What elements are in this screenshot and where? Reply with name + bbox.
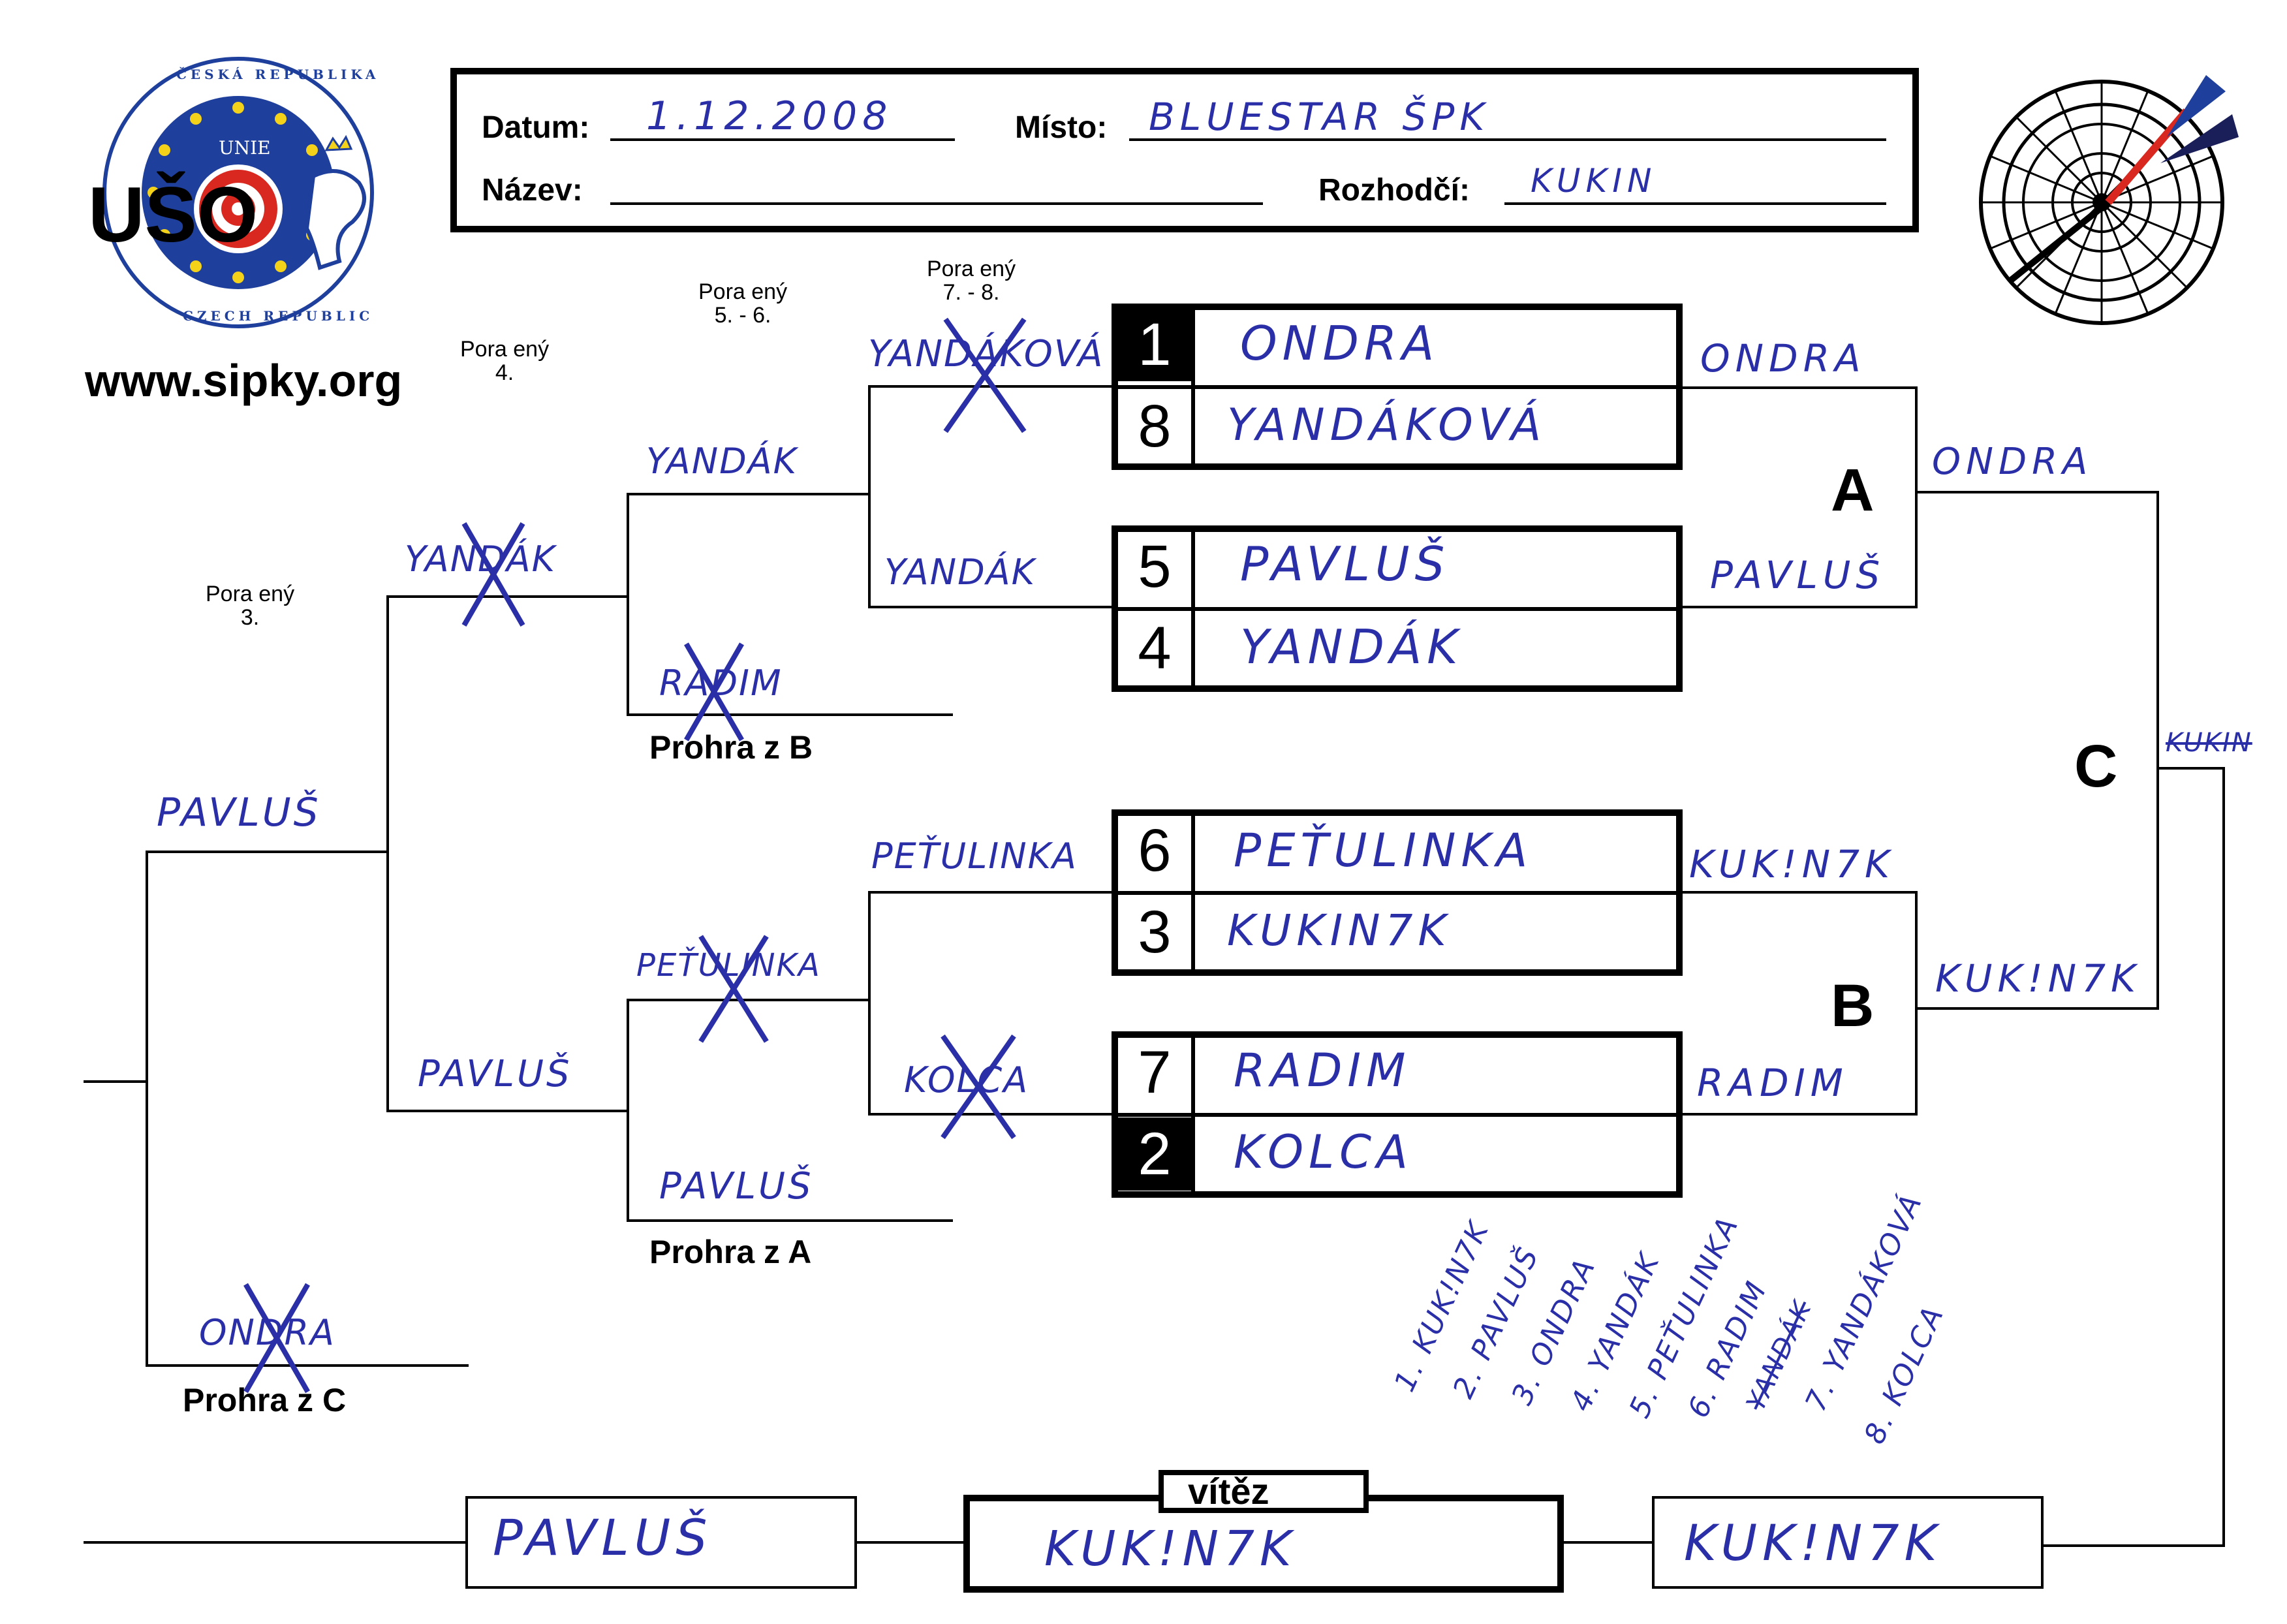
prohra-z-b-label: Prohra z B — [649, 729, 813, 766]
final-right-player[interactable]: KUK!N7K — [1684, 1514, 1942, 1572]
placement-label-7-8: Pora ený 7. - 8. — [927, 257, 1016, 305]
final-C-winner[interactable]: KUKIN — [2166, 728, 2252, 758]
logo-emblem-icon — [102, 57, 374, 328]
seed-number: 2 — [1115, 1117, 1194, 1191]
final-right-box — [1652, 1496, 2044, 1589]
final-ranking-list: 1. KUK!N7K 2. PAVLUŠ 3. ONDRA 4. YANDÁK … — [1388, 1188, 1978, 1449]
website-url[interactable]: www.sipky.org — [85, 355, 403, 406]
seed-player-name[interactable]: RADIM — [1234, 1044, 1411, 1097]
misto-label: Místo: — [1015, 110, 1108, 145]
losers-r3-bottom[interactable]: PAVLUŠ — [418, 1053, 572, 1095]
rozhodci-label: Rozhodčí: — [1318, 173, 1470, 208]
placement-label-4: Pora ený 4. — [460, 337, 550, 385]
tournament-winner[interactable]: KUK!N7K — [1044, 1521, 1297, 1577]
logo-ring-top: ČESKÁ REPUBLIKA — [176, 67, 380, 82]
seed-player-name[interactable]: KUKIN7K — [1227, 905, 1452, 956]
dartboard-icon — [1971, 65, 2245, 326]
seed-player-name[interactable]: PEŤULINKA — [1234, 824, 1533, 877]
final-left-player[interactable]: PAVLUŠ — [493, 1508, 713, 1567]
winner-7-2[interactable]: RADIM — [1697, 1061, 1848, 1105]
seed-player-name[interactable]: YANDÁKOVÁ — [1227, 399, 1547, 451]
final-B-winner[interactable]: KUK!N7K — [1935, 956, 2141, 1001]
seed-number: 6 — [1138, 817, 1172, 884]
prohra-z-a-label: Prohra z A — [649, 1234, 812, 1270]
seed-player-name[interactable]: YANDÁK — [1240, 619, 1463, 674]
bracket-label-C: C — [2074, 733, 2118, 800]
logo-ring-bottom: CZECH REPUBLIC — [183, 308, 374, 324]
ranking-item: 8. KOLCA — [1858, 1300, 1951, 1449]
placement-label-5-6: Pora ený 5. - 6. — [698, 279, 788, 328]
losers-r4-winner[interactable]: PAVLUŠ — [157, 790, 321, 835]
seed-number: 8 — [1138, 393, 1172, 460]
seed-player-name[interactable]: PAVLUŠ — [1240, 537, 1450, 591]
winner-label: vítěz — [1188, 1471, 1269, 1512]
prohra-z-c-label: Prohra z C — [183, 1382, 347, 1418]
nazev-label: Název: — [482, 173, 583, 208]
rozhodci-value[interactable]: KUKIN — [1531, 162, 1657, 200]
losers-r1b-top[interactable]: PEŤULINKA — [871, 835, 1078, 877]
losers-r2-top[interactable]: YANDÁK — [646, 441, 798, 482]
winner-6-3[interactable]: KUK!N7K — [1689, 842, 1895, 886]
bracket-label-A: A — [1831, 457, 1875, 523]
header-box — [450, 68, 1919, 232]
final-left-box — [465, 1496, 857, 1589]
placement-label-3: Pora ený 3. — [206, 582, 295, 630]
misto-value[interactable]: BLUESTAR ŠPK — [1149, 95, 1490, 139]
seed-number: 1 — [1115, 308, 1194, 381]
final-A-winner[interactable]: ONDRA — [1932, 441, 2093, 483]
losers-r1-bottom[interactable]: YANDÁK — [884, 552, 1036, 593]
seed-number: 5 — [1138, 533, 1172, 600]
seed-number: 3 — [1138, 899, 1172, 965]
logo-letters: UŠO — [88, 171, 258, 258]
winner-5-4[interactable]: PAVLUŠ — [1710, 553, 1886, 597]
bracket-label-B: B — [1831, 973, 1875, 1039]
seed-number: 7 — [1138, 1039, 1172, 1106]
datum-value[interactable]: 1.12.2008 — [646, 93, 893, 139]
logo-unie: UNIE — [219, 137, 271, 159]
seed-number: 4 — [1138, 615, 1172, 681]
losers-r1-top[interactable]: YANDÁKOVÁ — [868, 333, 1104, 375]
organization-logo: ČESKÁ REPUBLIKA CZECH REPUBLIC UNIE UŠO — [88, 52, 411, 352]
winner-label-box — [1159, 1470, 1369, 1513]
seed-player-name[interactable]: ONDRA — [1240, 316, 1440, 371]
seed-player-name[interactable]: KOLCA — [1234, 1125, 1413, 1179]
winner-1-8[interactable]: ONDRA — [1700, 336, 1866, 381]
losers-r2-prohra-a[interactable]: PAVLUŠ — [659, 1165, 814, 1208]
datum-label: Datum: — [482, 110, 590, 145]
